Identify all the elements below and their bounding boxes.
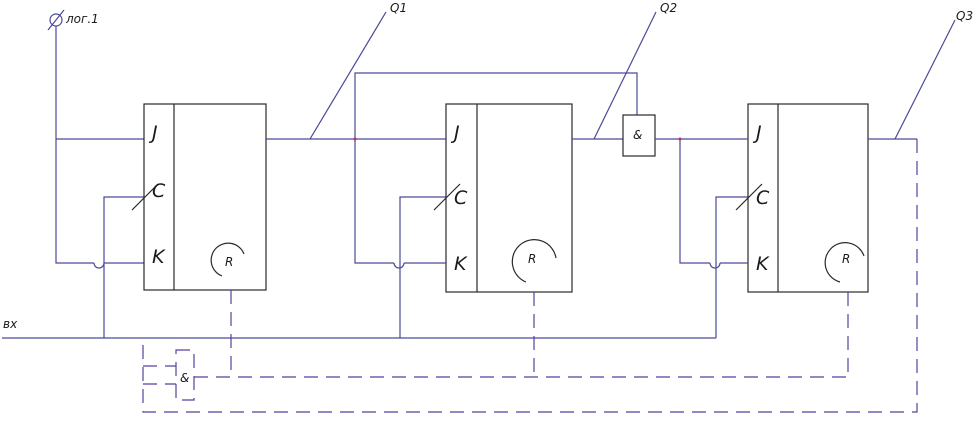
c3-dynamic-mark — [735, 183, 763, 211]
and-to-k3-wire — [679, 139, 710, 264]
flipflop-1: J C K R — [143, 103, 267, 291]
junction-dot-q1 — [353, 137, 357, 141]
ff1-body — [143, 103, 267, 291]
q1-leader — [309, 11, 387, 140]
reset-and-gate-symbol: & — [180, 371, 189, 385]
q1-label: Q1 — [390, 1, 407, 15]
ff3-body — [747, 103, 869, 293]
ff2-c-pin: C — [454, 187, 468, 209]
q2-leader — [593, 11, 657, 140]
q2-label: Q2 — [660, 1, 677, 15]
crossover-hop-1 — [93, 262, 105, 269]
clock-to-c2-wire — [399, 196, 446, 338]
reset-and-gate-body — [175, 349, 195, 401]
ff2-k-pin: K — [454, 253, 468, 275]
ff3-k-pin: K — [756, 253, 770, 275]
ff1-k-pin: K — [152, 246, 166, 268]
ff3-c-pin: C — [756, 187, 770, 209]
ff1-j-pin: J — [148, 122, 158, 144]
and-gate: & — [622, 114, 656, 157]
ff3-reset-circle — [824, 242, 865, 283]
crossover-hop-3 — [709, 262, 721, 269]
flipflop-2: J C K R — [445, 103, 573, 293]
flipflop-3: J C K R — [747, 103, 869, 293]
ff2-r-pin: R — [528, 252, 536, 266]
clock-to-c1-wire — [103, 196, 144, 338]
log1-label: лог.1 — [65, 12, 99, 26]
ff3-j-pin: J — [752, 122, 762, 144]
clock-to-c3-wire — [715, 196, 748, 338]
q1-to-and-wire — [354, 72, 638, 139]
ff2-reset-circle — [511, 239, 557, 283]
junction-dot-and — [678, 137, 682, 141]
ff1-c-pin: C — [152, 180, 166, 202]
q3-leader — [894, 19, 956, 140]
c2-dynamic-mark — [433, 183, 461, 211]
crossover-hop-2 — [393, 262, 405, 269]
q3-feedback-dashed — [142, 139, 918, 413]
and-gate-body — [622, 114, 656, 157]
ff2-body — [445, 103, 573, 293]
log1-to-j1-wire — [55, 26, 144, 140]
ff1-r-pin: R — [225, 255, 233, 269]
ff2-j-pin: J — [450, 122, 460, 144]
q1-to-k2-wire — [354, 139, 394, 264]
c1-dynamic-mark — [131, 183, 159, 211]
and-gate-symbol: & — [633, 128, 642, 142]
q3-label: Q3 — [956, 9, 973, 23]
log1-to-k1-wire — [55, 139, 94, 264]
input-label: вх — [3, 317, 18, 331]
ff3-r-pin: R — [842, 252, 850, 266]
ff1-reset-circle — [210, 242, 245, 277]
